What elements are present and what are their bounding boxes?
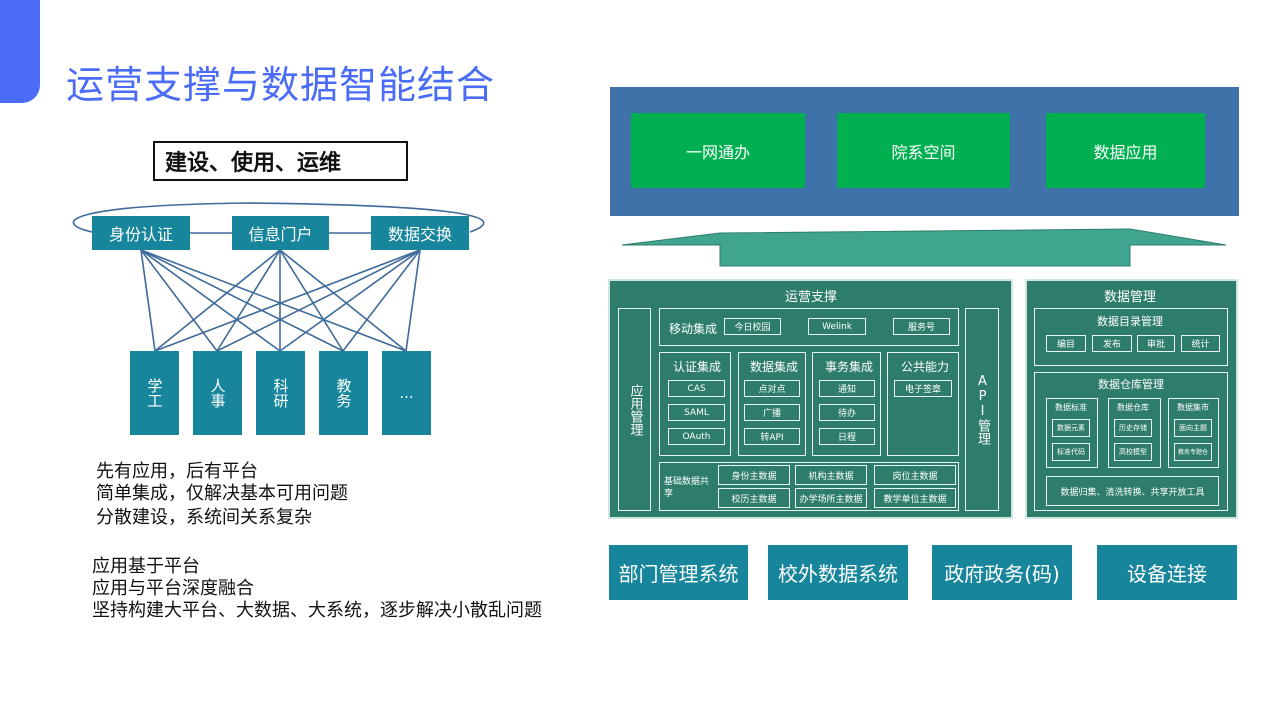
wh-item: 面向主题: [1174, 419, 1212, 437]
group-item: 电子签章: [894, 380, 952, 397]
wh-col-mart: [1168, 398, 1219, 468]
group-public: [887, 352, 959, 456]
accent-tab: [0, 0, 40, 103]
leaf-student: 学工: [130, 351, 179, 435]
group-item: 转API: [744, 428, 800, 445]
base-cell: 校历主数据: [718, 488, 790, 508]
base-cell: 办学场所主数据: [795, 488, 867, 508]
group-title: 数据集成: [750, 360, 799, 374]
leaf-research: 科研: [256, 351, 305, 435]
base-cell: 机构主数据: [795, 465, 867, 485]
ops-title: 运营支撑: [785, 290, 838, 305]
catalog-item: 审批: [1137, 335, 1175, 352]
group-auth: [659, 352, 731, 456]
up-arrow: [621, 228, 1227, 267]
api-mgmt-col: API管理: [965, 308, 999, 511]
source-gov-system: 政府政务(码): [932, 545, 1072, 600]
wh-item: 数据元素: [1052, 419, 1090, 437]
catalog-item: 发布: [1092, 335, 1132, 352]
group-item: CAS: [668, 380, 725, 397]
base-cell: 教学单位主数据: [874, 488, 956, 508]
wh-col-title: 数据仓库: [1117, 403, 1149, 412]
group-item: OAuth: [668, 428, 725, 445]
group-data: [738, 352, 806, 456]
leaf-hr: 人事: [193, 351, 242, 435]
top-label-box: 建设、使用、运维: [153, 141, 408, 181]
note-line: 分散建设，系统间关系复杂: [96, 507, 312, 528]
mobile-item: Welink: [808, 318, 866, 335]
base-data-row: [659, 462, 959, 511]
app-mgmt-col: 应用管理: [618, 308, 651, 511]
wh-item: 历史存储: [1114, 419, 1152, 437]
group-title: 公共能力: [901, 360, 950, 374]
source-dept-system: 部门管理系统: [609, 545, 748, 600]
wh-col-title: 数据标准: [1055, 403, 1087, 412]
wh-col-warehouse: [1108, 398, 1161, 468]
tile-data-app: 数据应用: [1046, 113, 1205, 188]
ops-panel: [608, 279, 1013, 519]
wh-item: 教务专题仓: [1174, 443, 1212, 461]
group-item: 日程: [819, 428, 875, 445]
mobile-label: 移动集成: [669, 322, 718, 336]
catalog-box: [1034, 308, 1228, 366]
wh-col-title: 数据集市: [1177, 403, 1209, 412]
mobile-row: [659, 308, 959, 346]
note-line: 先有应用，后有平台: [96, 461, 258, 482]
group-affair: [812, 352, 881, 456]
source-external-system: 校外数据系统: [768, 545, 908, 600]
tile-dept-space: 院系空间: [837, 113, 1010, 188]
dm-title: 数据管理: [1104, 290, 1157, 305]
leaf-more: ...: [382, 351, 431, 435]
group-title: 事务集成: [825, 360, 874, 374]
group-item: 点对点: [744, 380, 800, 397]
note-line: 应用基于平台: [92, 556, 200, 577]
mobile-item: 今日校园: [724, 318, 781, 335]
wh-item: 高校模型: [1114, 443, 1152, 461]
leaf-academic: 教务: [319, 351, 368, 435]
group-item: SAML: [668, 404, 725, 421]
catalog-item: 编目: [1046, 335, 1086, 352]
base-data-label: 基础数据共享: [664, 477, 710, 499]
hub-portal: 信息门户: [232, 216, 329, 250]
hub-identity: 身份认证: [92, 216, 190, 250]
notes-before: 先有应用，后有平台 简单集成，仅解决基本可用问题 分散建设，系统间关系复杂: [96, 461, 348, 529]
warehouse-box: [1034, 372, 1228, 511]
wh-col-standard: [1046, 398, 1098, 468]
catalog-item: 统计: [1181, 335, 1220, 352]
note-line: 应用与平台深度融合: [92, 578, 254, 599]
mobile-item: 服务号: [893, 318, 950, 335]
group-item: 通知: [819, 380, 875, 397]
wh-item: 标准代码: [1052, 443, 1090, 461]
note-line: 坚持构建大平台、大数据、大系统，逐步解决小散乱问题: [92, 600, 542, 621]
tile-one-stop: 一网通办: [631, 113, 805, 188]
source-device-connect: 设备连接: [1097, 545, 1237, 600]
hub-exchange: 数据交换: [371, 216, 469, 250]
catalog-title: 数据目录管理: [1097, 315, 1163, 328]
base-cell: 身份主数据: [718, 465, 790, 485]
group-title: 认证集成: [673, 360, 722, 374]
group-item: 广播: [744, 404, 800, 421]
group-item: 待办: [819, 404, 875, 421]
dm-panel: [1025, 279, 1238, 519]
page-title: 运营支撑与数据智能结合: [66, 63, 496, 107]
notes-after: 应用基于平台 应用与平台深度融合 坚持构建大平台、大数据、大系统，逐步解决小散乱…: [92, 556, 542, 622]
warehouse-footer: 数据归集、清洗转换、共享开放工具: [1046, 476, 1219, 506]
base-cell: 岗位主数据: [874, 465, 956, 485]
note-line: 简单集成，仅解决基本可用问题: [96, 483, 348, 504]
warehouse-title: 数据仓库管理: [1098, 378, 1164, 391]
